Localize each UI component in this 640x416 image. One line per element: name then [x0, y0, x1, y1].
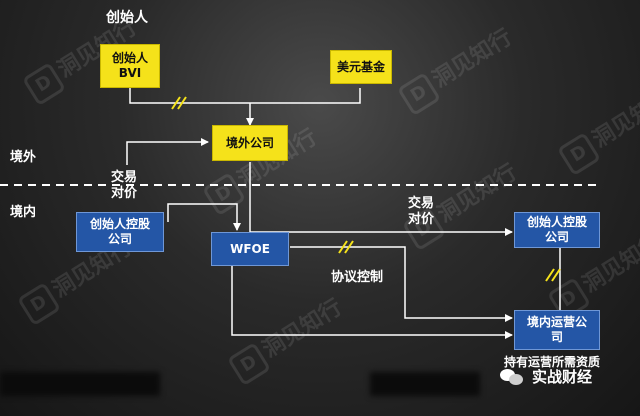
line-bvi-to-offshore [129, 88, 361, 104]
transaction-consideration-left: 交易 对价 [111, 170, 138, 201]
wfoe-box: WFOE [211, 232, 289, 266]
offshore-company-box: 境外公司 [212, 125, 288, 161]
onshore-operating-box: 境内运营公 司 [514, 310, 600, 350]
blurred-footer-middle [370, 372, 480, 396]
blurred-footer-left [0, 372, 160, 396]
line-holding-to-wfoe [167, 203, 241, 231]
line-wfoe-agreement-control [290, 246, 513, 322]
onshore-label: 境内 [10, 205, 37, 220]
wechat-icon [500, 367, 524, 387]
line-consideration-left [126, 138, 209, 165]
brand-logo: 实战财经 [500, 366, 592, 387]
founder-bvi-box: 创始人 BVI [100, 44, 160, 88]
founder-label: 创始人 [106, 10, 148, 26]
transaction-consideration-right: 交易 对价 [408, 196, 435, 227]
usd-fund-box: 美元基金 [330, 50, 392, 84]
founder-holding-left-box: 创始人控股 公司 [76, 212, 164, 252]
founder-holding-right-box: 创始人控股 公司 [514, 212, 600, 248]
line-wfoe-down [231, 266, 513, 339]
brand-name: 实战财经 [532, 368, 593, 386]
offshore-label: 境外 [10, 150, 37, 165]
agreement-control-label: 协议控制 [331, 270, 384, 285]
qualification-note: 持有运营所需资质 [504, 355, 601, 369]
